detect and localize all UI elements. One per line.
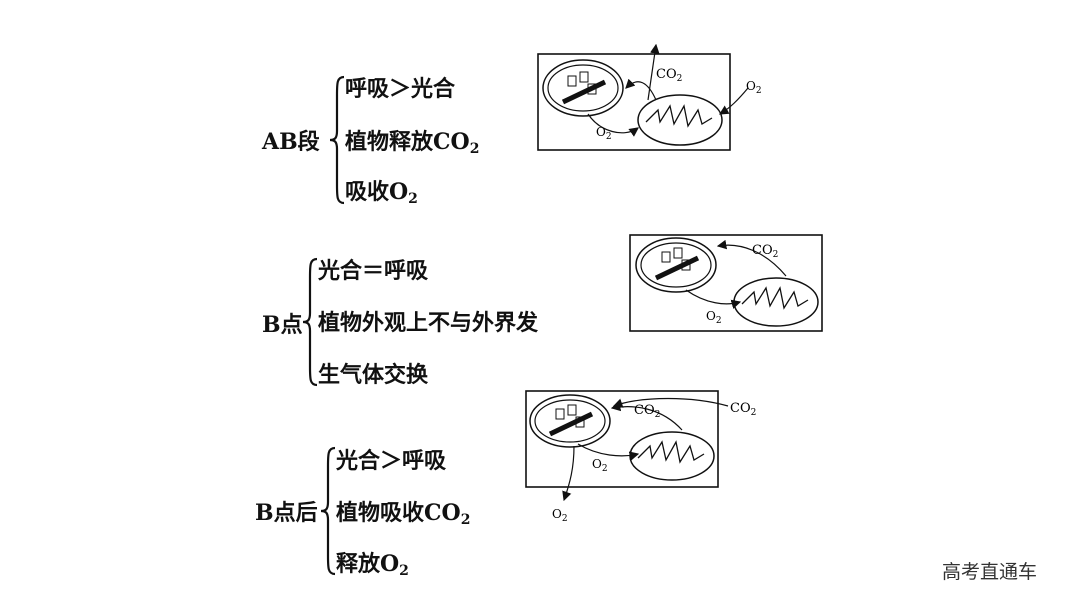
- section-ab-item-1: 呼吸＞光合: [345, 76, 456, 102]
- section-b-label: B点: [262, 312, 303, 338]
- co2-external-label: CO2: [730, 401, 756, 418]
- section-after-b-item-3: 释放O2: [336, 551, 409, 579]
- section-b-brace: [302, 257, 318, 387]
- o2-internal-label: O2: [596, 125, 612, 142]
- diagram-after-b: CO2 CO2 O2 O2: [525, 390, 756, 524]
- mitochondrion-icon: [629, 431, 715, 481]
- o2-in-label: O2: [746, 79, 762, 96]
- o2-out-label: O2: [552, 507, 568, 524]
- section-b-item-1: 光合＝呼吸: [318, 258, 429, 284]
- chloroplast-icon: [529, 394, 611, 448]
- section-b-item-3: 生气体交换: [318, 362, 429, 388]
- diagram-b: CO2 O2: [629, 234, 823, 332]
- section-ab-item-3: 吸收O2: [345, 179, 418, 207]
- diagram-ab: CO2 O2 O2: [537, 43, 762, 151]
- co2-internal-label: CO2: [634, 403, 660, 420]
- watermark-text: 高考直通车: [942, 561, 1038, 583]
- section-after-b-item-2: 植物吸收CO2: [336, 500, 471, 528]
- chloroplast-icon: [542, 59, 624, 117]
- co2-out-label: CO2: [656, 67, 682, 84]
- o2-internal-label: O2: [706, 309, 722, 326]
- mitochondrion-icon: [637, 94, 723, 146]
- mitochondrion-icon: [733, 277, 819, 327]
- chloroplast-icon: [635, 237, 717, 293]
- section-after-b-brace: [320, 446, 336, 576]
- section-after-b-label: B点后: [255, 500, 318, 526]
- co2-internal-label: CO2: [752, 243, 778, 260]
- section-after-b-item-1: 光合＞呼吸: [336, 448, 447, 474]
- o2-internal-label: O2: [592, 457, 608, 474]
- section-ab-brace: [329, 75, 345, 205]
- section-b-item-2: 植物外观上不与外界发: [318, 310, 539, 336]
- section-ab-item-2: 植物释放CO2: [345, 129, 480, 157]
- section-ab-label: AB段: [262, 129, 320, 155]
